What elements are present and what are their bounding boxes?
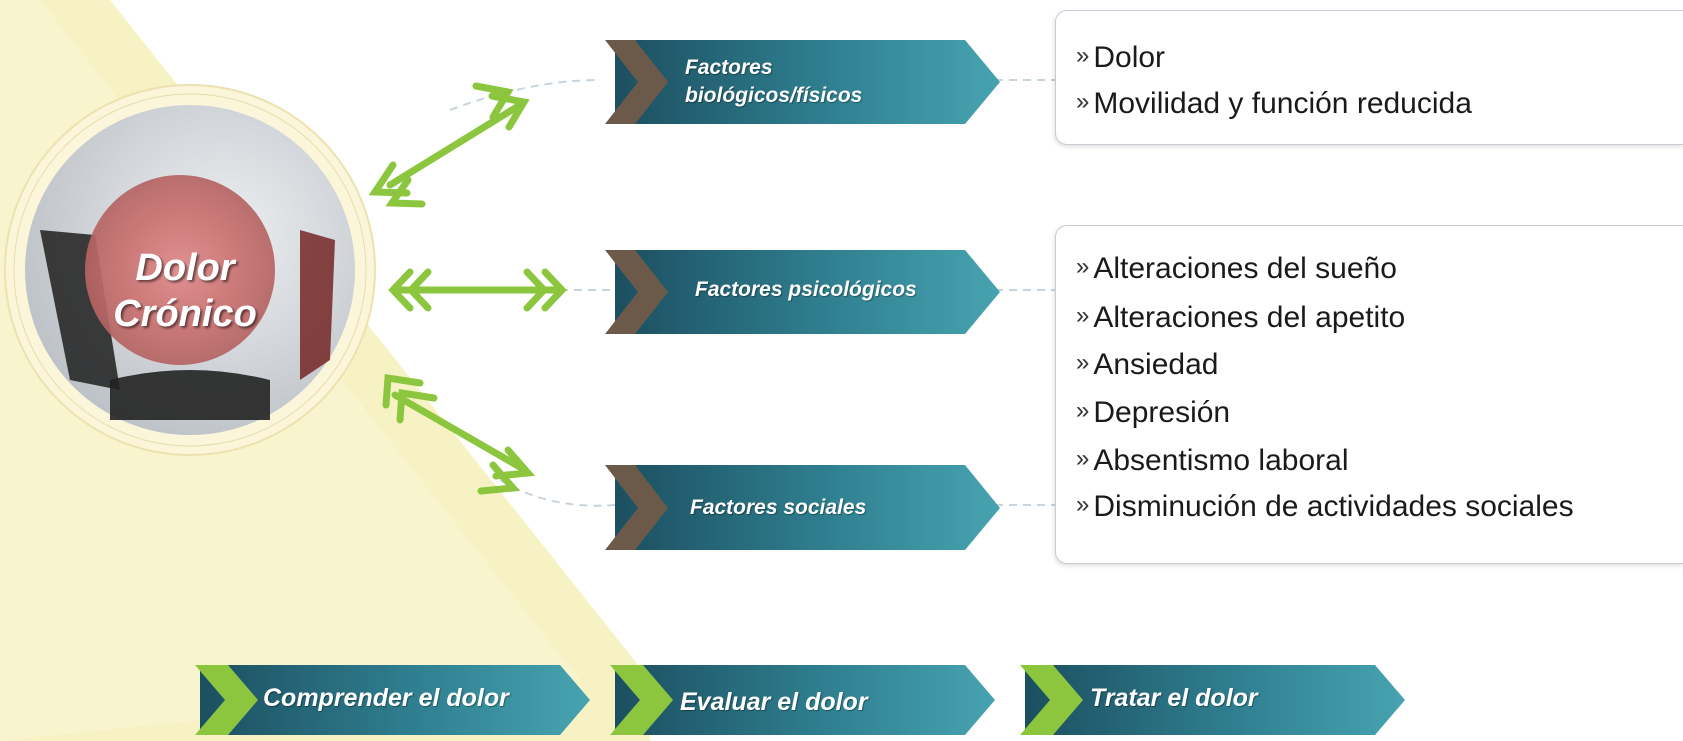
list-item-text: Alteraciones del apetito bbox=[1093, 301, 1406, 334]
list-item: »Alteraciones del sueño bbox=[1076, 252, 1397, 286]
bullet-chevron-icon: » bbox=[1076, 491, 1090, 518]
factor-banner-1 bbox=[605, 40, 1000, 124]
bullet-chevron-icon: » bbox=[1076, 253, 1090, 280]
list-item: »Alteraciones del apetito bbox=[1076, 301, 1405, 335]
factor-label-3: Factores sociales bbox=[690, 496, 867, 519]
step-banner-3 bbox=[1020, 665, 1405, 735]
list-item-text: Disminución de actividades sociales bbox=[1093, 490, 1574, 523]
center-label: Dolor Crónico bbox=[95, 245, 275, 337]
list-item: »Movilidad y función reducida bbox=[1076, 87, 1472, 121]
factor-label-1: Factores biológicos/físicos bbox=[685, 54, 862, 110]
list-item-text: Absentismo laboral bbox=[1093, 444, 1349, 477]
step-label-2: Evaluar el dolor bbox=[680, 688, 868, 716]
pain-highlight bbox=[85, 175, 275, 365]
list-item-text: Dolor bbox=[1093, 41, 1166, 74]
outcome-box-biological: »Dolor »Movilidad y función reducida bbox=[1055, 10, 1683, 145]
list-item: »Ansiedad bbox=[1076, 348, 1218, 382]
step-label-1: Comprender el dolor bbox=[263, 684, 509, 712]
bullet-chevron-icon: » bbox=[1076, 42, 1090, 69]
bullet-chevron-icon: » bbox=[1076, 445, 1090, 472]
list-item-text: Movilidad y función reducida bbox=[1093, 87, 1472, 120]
factor-banner-3 bbox=[605, 465, 1000, 550]
factor-label-2: Factores psicológicos bbox=[695, 278, 917, 301]
step-banner-2 bbox=[610, 665, 995, 735]
list-item: »Disminución de actividades sociales bbox=[1076, 490, 1574, 524]
center-label-line2: Crónico bbox=[113, 293, 257, 335]
factor-label-1-line1: Factores bbox=[685, 56, 773, 79]
bullet-chevron-icon: » bbox=[1076, 302, 1090, 329]
step-banner-1 bbox=[195, 665, 590, 735]
list-item: »Dolor bbox=[1076, 41, 1165, 75]
list-item-text: Depresión bbox=[1093, 396, 1231, 429]
bullet-chevron-icon: » bbox=[1076, 349, 1090, 376]
list-item: »Absentismo laboral bbox=[1076, 444, 1349, 478]
double-arrow-middle bbox=[388, 268, 567, 312]
list-item: »Depresión bbox=[1076, 396, 1230, 430]
center-label-line1: Dolor bbox=[135, 247, 235, 289]
factor-label-1-line2: biológicos/físicos bbox=[685, 84, 863, 107]
outcome-box-psychosocial: »Alteraciones del sueño »Alteraciones de… bbox=[1055, 225, 1683, 564]
step-label-3: Tratar el dolor bbox=[1090, 684, 1258, 712]
double-arrow-bottom bbox=[382, 373, 536, 495]
factor-banner-2 bbox=[605, 250, 1000, 334]
bullet-chevron-icon: » bbox=[1076, 397, 1090, 424]
list-item-text: Alteraciones del sueño bbox=[1093, 252, 1397, 285]
double-arrow-top bbox=[368, 82, 530, 208]
bullet-chevron-icon: » bbox=[1076, 88, 1090, 115]
list-item-text: Ansiedad bbox=[1093, 348, 1219, 381]
